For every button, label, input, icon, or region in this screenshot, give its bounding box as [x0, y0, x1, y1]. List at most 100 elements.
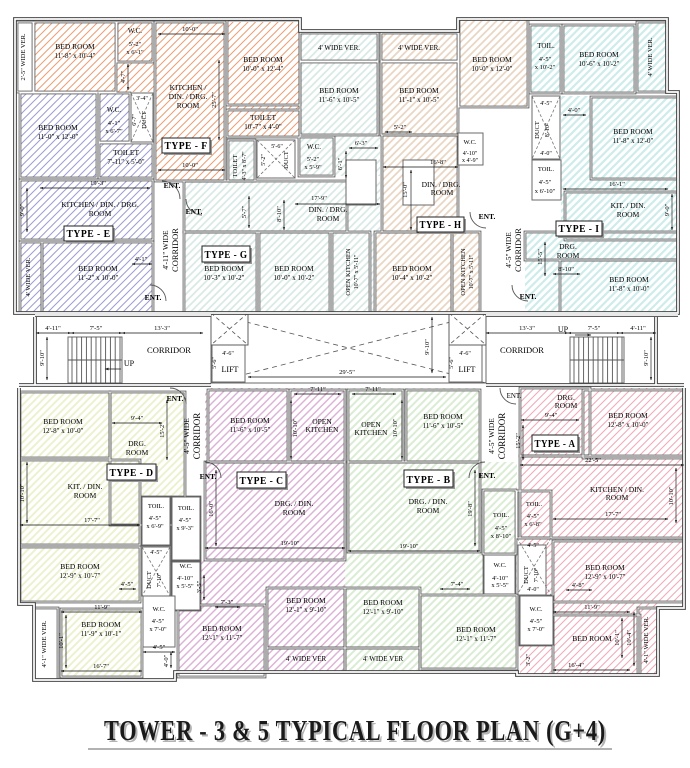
svg-text:4' WIDE VER.: 4' WIDE VER.	[647, 37, 654, 76]
svg-text:8'-10": 8'-10"	[545, 122, 551, 137]
svg-text:8'-10": 8'-10"	[558, 266, 574, 273]
svg-text:10'-1": 10'-1"	[614, 630, 621, 646]
svg-text:11'-1" x 10'-5": 11'-1" x 10'-5"	[399, 96, 440, 104]
svg-text:4' WIDE VER.: 4' WIDE VER.	[318, 44, 360, 52]
svg-text:BED ROOM: BED ROOM	[608, 411, 648, 420]
svg-text:ROOM: ROOM	[74, 491, 97, 500]
svg-text:3'-5": 3'-5"	[196, 580, 203, 593]
svg-text:4'-10": 4'-10"	[463, 151, 478, 157]
svg-text:TYPE - B: TYPE - B	[407, 475, 451, 486]
svg-text:10'-1": 10'-1"	[58, 633, 65, 649]
svg-text:15'-0": 15'-0"	[402, 182, 409, 198]
svg-text:TYPE - H: TYPE - H	[420, 220, 462, 231]
svg-text:4'-6": 4'-6"	[459, 351, 471, 357]
svg-text:TYPE - A: TYPE - A	[535, 439, 576, 450]
svg-text:DIN. / DRG.: DIN. / DRG.	[422, 180, 461, 189]
svg-text:4'-5": 4'-5"	[152, 618, 165, 625]
svg-text:16'-8": 16'-8"	[430, 159, 446, 166]
svg-text:12'-1" x 9'-10": 12'-1" x 9'-10"	[286, 606, 327, 614]
svg-text:DRG. / DIN.: DRG. / DIN.	[409, 497, 448, 506]
svg-text:4'-5" WIDE: 4'-5" WIDE	[487, 418, 496, 454]
svg-text:9'-10": 9'-10"	[643, 350, 650, 366]
svg-text:BED ROOM: BED ROOM	[579, 50, 619, 59]
svg-text:5'-2": 5'-2"	[394, 124, 407, 131]
svg-text:BED ROOM: BED ROOM	[319, 86, 359, 95]
svg-text:6'-1": 6'-1"	[337, 157, 344, 170]
svg-text:5'-6": 5'-6"	[212, 357, 218, 369]
svg-text:KIT. / DIN.: KIT. / DIN.	[611, 201, 646, 210]
svg-text:OPEN: OPEN	[361, 420, 381, 429]
svg-text:15'-5": 15'-5"	[537, 249, 544, 265]
svg-text:ROOM: ROOM	[617, 210, 640, 219]
svg-text:5'-2": 5'-2"	[261, 154, 267, 166]
svg-text:10'-7" x 4'-0": 10'-7" x 4'-0"	[244, 123, 282, 131]
svg-text:LIFT: LIFT	[459, 365, 476, 374]
svg-text:W.C.: W.C.	[179, 563, 192, 570]
svg-text:10'-0": 10'-0"	[182, 162, 198, 169]
svg-text:x 10'-2": x 10'-2"	[535, 64, 556, 71]
svg-text:TYPE - C: TYPE - C	[240, 476, 284, 487]
svg-text:9'-0": 9'-0"	[664, 203, 671, 216]
svg-text:25'-7": 25'-7"	[211, 92, 218, 108]
svg-text:LIFT: LIFT	[222, 365, 239, 374]
svg-text:4'-10": 4'-10"	[177, 575, 193, 582]
svg-text:6'-7": 6'-7"	[132, 114, 138, 126]
svg-text:15'-2": 15'-2"	[159, 422, 166, 438]
svg-text:x 7'-0": x 7'-0"	[149, 626, 167, 633]
svg-text:TYPE - D: TYPE - D	[110, 468, 154, 479]
svg-text:4'-5": 4'-5"	[495, 525, 508, 532]
svg-text:W.C.: W.C.	[307, 143, 321, 151]
svg-text:19'-3": 19'-3"	[90, 180, 106, 187]
svg-text:BED ROOM: BED ROOM	[363, 598, 403, 607]
svg-text:DUCT: DUCT	[141, 111, 148, 129]
svg-text:x 5'-5": x 5'-5"	[491, 582, 509, 589]
svg-text:4'-1" WIDE VER.: 4'-1" WIDE VER.	[643, 616, 650, 663]
svg-text:11'-8" x 10'-4": 11'-8" x 10'-4"	[55, 52, 96, 60]
svg-text:11'-9": 11'-9"	[584, 604, 600, 611]
svg-text:12'-9" x 10'-7": 12'-9" x 10'-7"	[585, 573, 626, 581]
svg-text:9'-0": 9'-0"	[19, 203, 26, 216]
svg-text:7'-11": 7'-11"	[365, 386, 381, 393]
svg-text:4'-5": 4'-5"	[527, 513, 540, 520]
svg-text:4'-1": 4'-1"	[108, 120, 121, 127]
svg-text:DRG. / DIN.: DRG. / DIN.	[275, 499, 314, 508]
svg-text:OPEN: OPEN	[312, 417, 332, 426]
svg-text:ROOM: ROOM	[557, 251, 580, 260]
svg-text:W.C.: W.C.	[463, 139, 476, 146]
svg-text:12'-1" x 9'-10": 12'-1" x 9'-10"	[363, 608, 404, 616]
svg-text:10'-3" x 10'-2": 10'-3" x 10'-2"	[204, 274, 245, 282]
svg-text:4'-0": 4'-0"	[527, 587, 539, 593]
svg-text:11'-9": 11'-9"	[94, 604, 110, 611]
svg-text:5'-6": 5'-6"	[271, 144, 283, 150]
svg-text:10'-0" x 12'-0": 10'-0" x 12'-0"	[472, 65, 513, 73]
svg-text:10'-10": 10'-10"	[392, 418, 399, 437]
svg-text:11'-8" x 12'-0": 11'-8" x 12'-0"	[613, 137, 654, 145]
svg-text:4'-0": 4'-0"	[163, 654, 170, 667]
svg-text:BED ROOM: BED ROOM	[55, 42, 95, 51]
svg-text:19'-10": 19'-10"	[400, 543, 419, 550]
svg-text:4'-5" WIDE: 4'-5" WIDE	[504, 232, 513, 268]
svg-text:DRG.: DRG.	[559, 242, 577, 251]
svg-text:6'-3": 6'-3"	[355, 140, 368, 147]
svg-text:4' WIDE VER.: 4' WIDE VER.	[398, 44, 440, 52]
svg-text:x 6'-10": x 6'-10"	[535, 188, 556, 195]
svg-text:BED ROOM: BED ROOM	[423, 412, 463, 421]
svg-text:BED ROOM: BED ROOM	[613, 127, 653, 136]
svg-text:DUCT: DUCT	[534, 121, 541, 139]
svg-text:TOIL.: TOIL.	[148, 503, 165, 510]
svg-text:5'-2": 5'-2"	[307, 156, 320, 163]
svg-text:DRG.: DRG.	[128, 439, 146, 448]
svg-text:ENT.: ENT.	[186, 207, 203, 216]
svg-text:CORRIDOR: CORRIDOR	[497, 413, 507, 460]
svg-text:12'-1" x 11'-7": 12'-1" x 11'-7"	[202, 634, 243, 642]
svg-text:13'-3": 13'-3"	[519, 325, 535, 332]
svg-text:ROOM: ROOM	[283, 508, 306, 517]
svg-text:5'-2": 5'-2"	[129, 41, 142, 48]
svg-text:CORRIDOR: CORRIDOR	[192, 413, 202, 460]
svg-text:4'-11": 4'-11"	[45, 325, 61, 332]
svg-text:BED ROOM: BED ROOM	[243, 55, 283, 64]
svg-text:TOIL.: TOIL.	[538, 166, 555, 173]
svg-text:4' WIDE VER: 4' WIDE VER	[286, 655, 327, 663]
svg-text:x 5'-5": x 5'-5"	[176, 583, 194, 590]
svg-text:DUCT: DUCT	[283, 151, 290, 169]
